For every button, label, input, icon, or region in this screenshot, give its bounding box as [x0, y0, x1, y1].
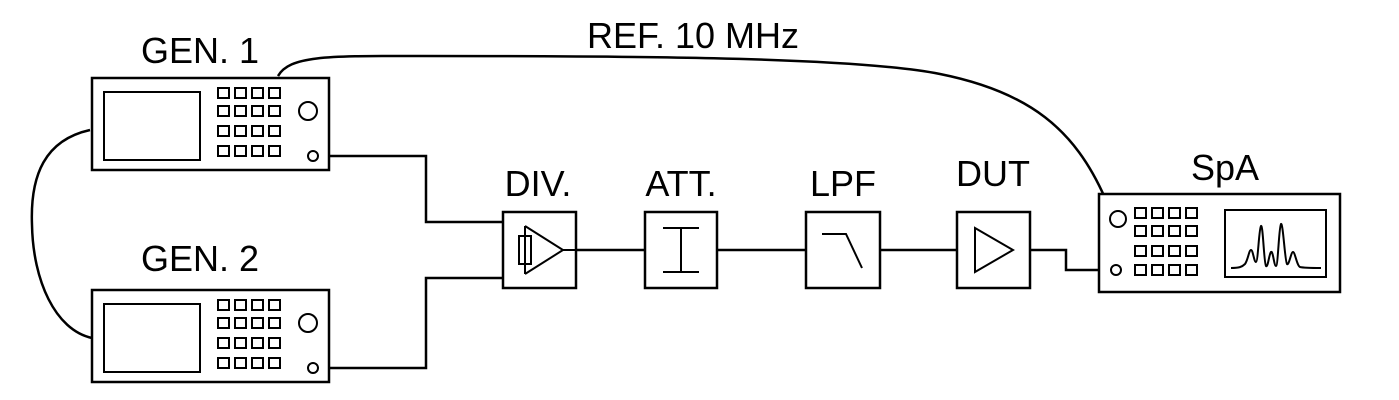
spa-label: SpA — [1191, 147, 1259, 188]
knob-icon — [1109, 210, 1127, 228]
knob-icon — [298, 101, 318, 121]
lowpass-response-icon — [822, 233, 863, 269]
attenuator — [643, 210, 719, 290]
gen1-label: GEN. 1 — [141, 30, 259, 71]
spectrum-analyzer — [1097, 192, 1342, 294]
attenuator-symbol-icon — [663, 227, 699, 273]
gen2-to-divider-line — [318, 276, 503, 370]
keypad-icon — [217, 299, 281, 369]
dut-label: DUT — [956, 153, 1030, 194]
gen2-label: GEN. 2 — [141, 238, 259, 279]
amplifier-triangle-icon — [974, 226, 1015, 274]
lpf-label: LPF — [810, 163, 876, 204]
gen-ref-loop-cable — [30, 128, 93, 340]
power-divider — [501, 210, 578, 290]
rf-output-connector — [307, 150, 319, 162]
ref-10mhz-label: REF. 10 MHz — [587, 15, 799, 56]
low-pass-filter — [804, 210, 882, 290]
rf-input-connector — [1110, 264, 1122, 276]
dut-to-spectrum-analyzer-line — [1030, 248, 1112, 272]
generator-1 — [90, 76, 331, 172]
ref-10mhz-cable — [276, 54, 1107, 199]
analyzer-screen — [1224, 209, 1327, 278]
generator-screen — [103, 303, 201, 373]
gen1-to-divider-line — [318, 154, 503, 224]
spectrum-trace-icon — [1230, 222, 1322, 269]
knob-icon — [298, 313, 318, 333]
generator-2 — [90, 288, 331, 384]
rf-output-connector — [307, 362, 319, 374]
device-under-test — [955, 210, 1032, 290]
att-label: ATT. — [645, 163, 716, 204]
divider-symbol-icon — [518, 225, 576, 275]
div-label: DIV. — [505, 163, 572, 204]
keypad-icon — [1134, 207, 1198, 276]
keypad-icon — [217, 87, 281, 157]
generator-screen — [103, 91, 201, 161]
